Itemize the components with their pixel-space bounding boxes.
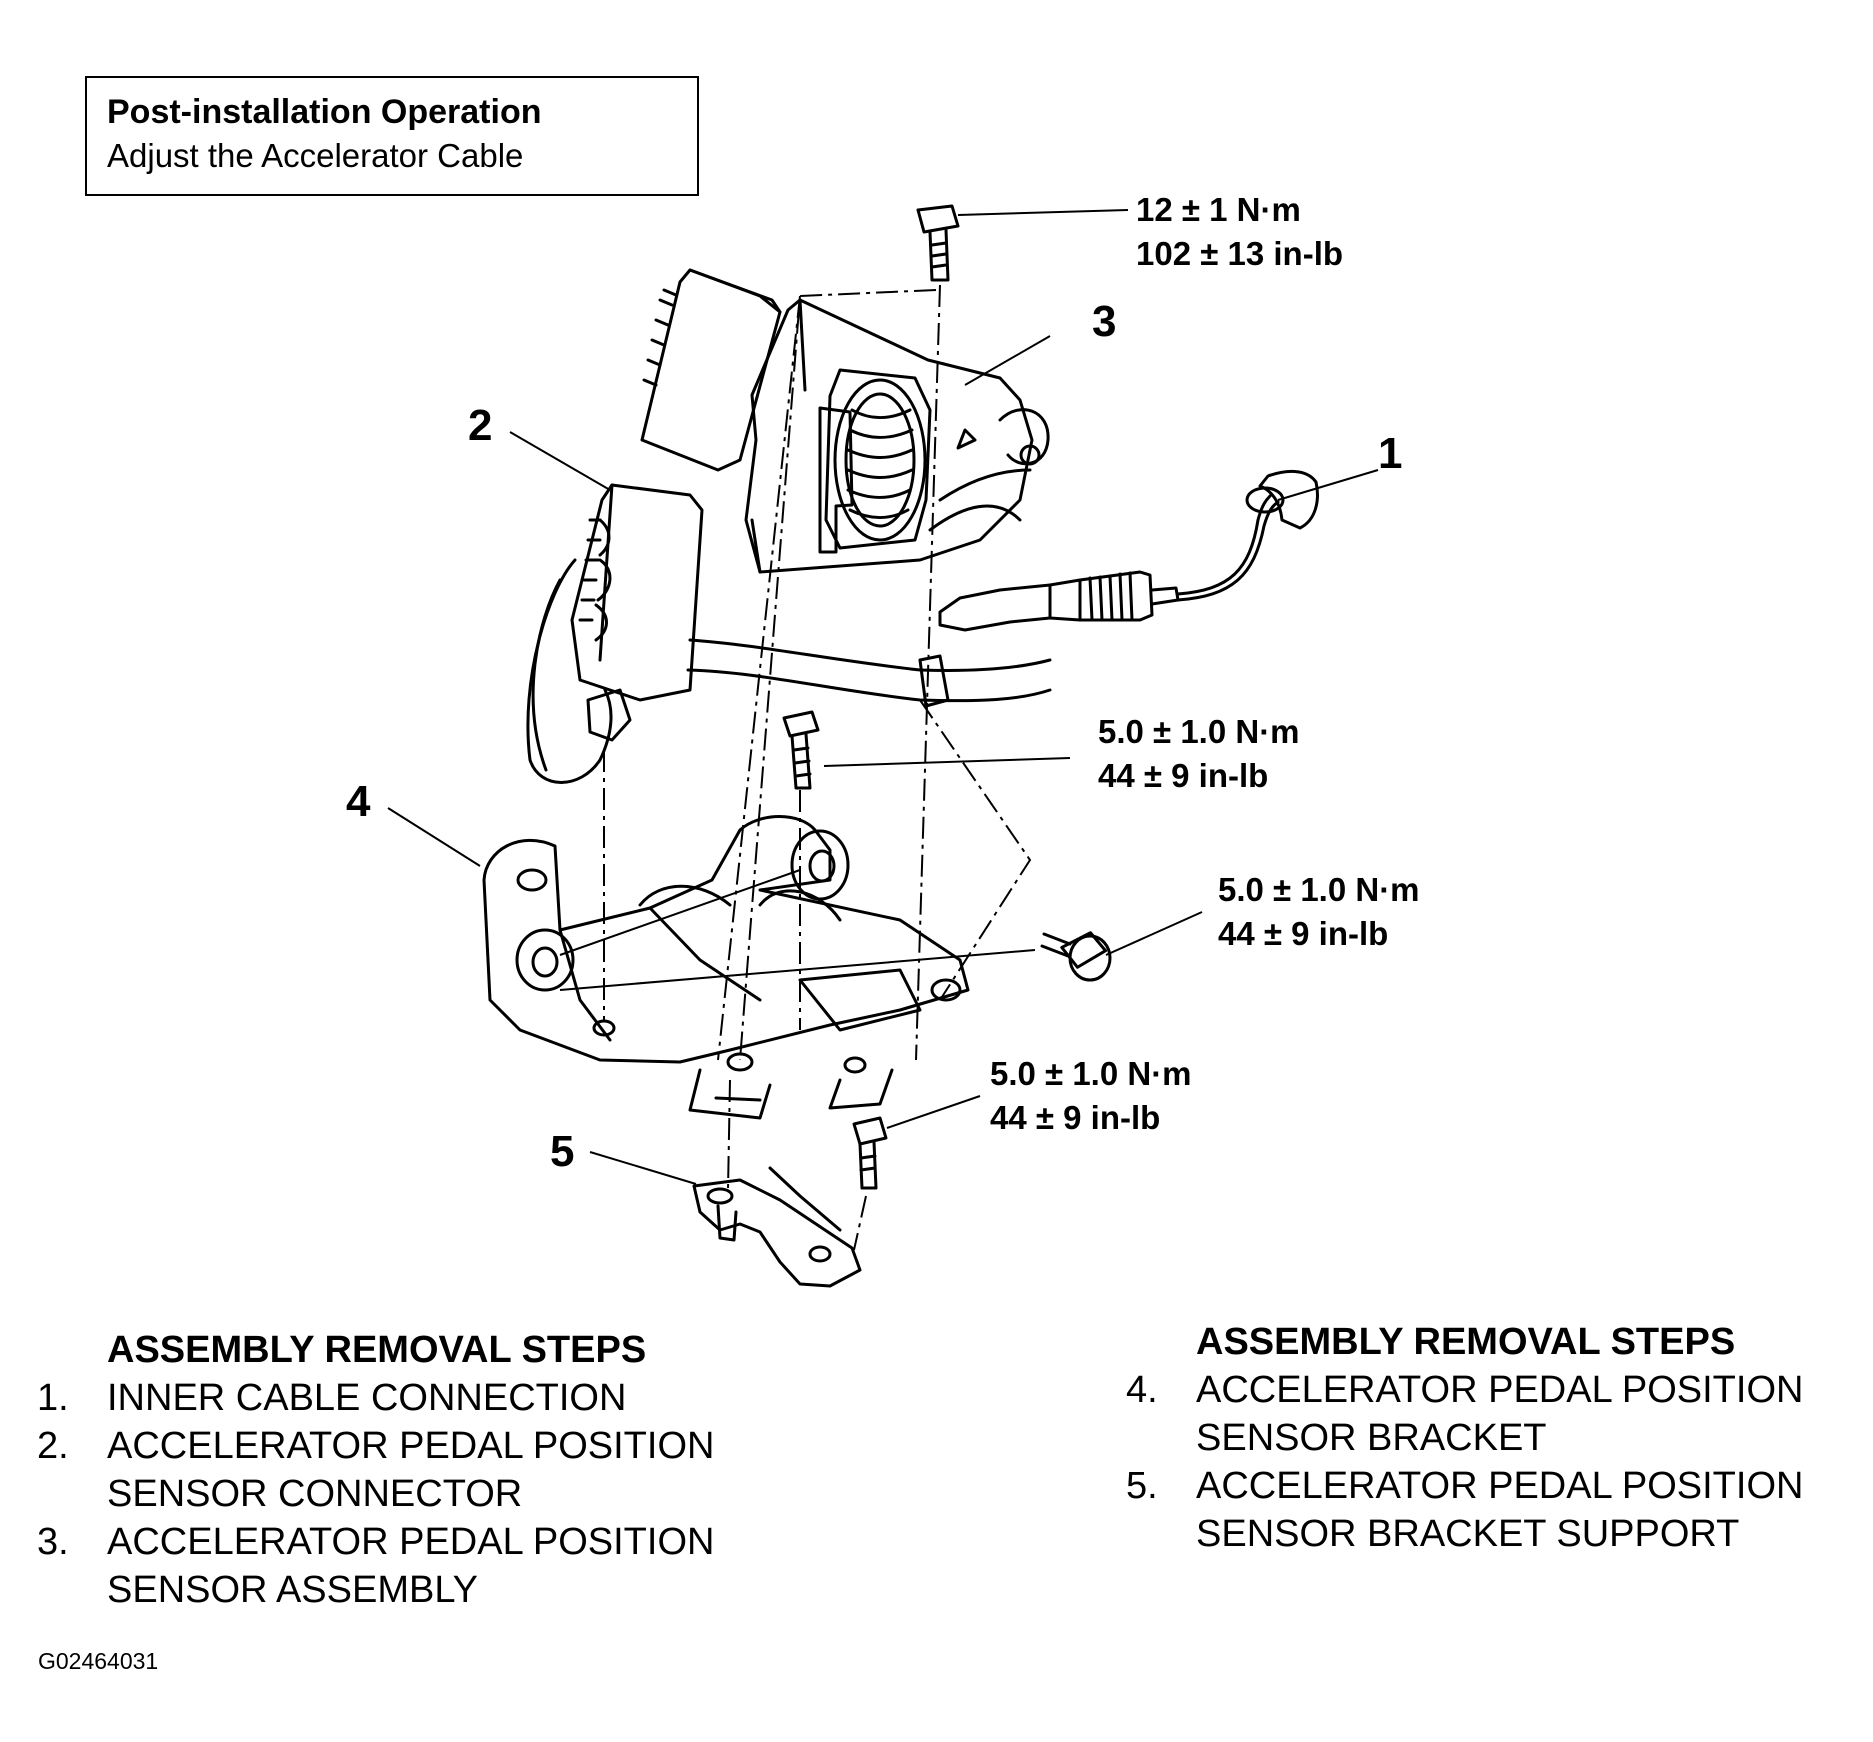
torque-nm: 12 ± 1 N·m — [1136, 191, 1301, 228]
step-item: 3. ACCELERATOR PEDAL POSITION SENSOR ASS… — [37, 1518, 714, 1614]
post-installation-text: Adjust the Accelerator Cable — [107, 137, 524, 174]
callout-2: 2 — [468, 401, 493, 450]
torque-inlb: 44 ± 9 in-lb — [990, 1099, 1161, 1136]
torque-inlb: 102 ± 13 in-lb — [1136, 235, 1344, 272]
removal-steps-left: ASSEMBLY REMOVAL STEPS 1. INNER CABLE CO… — [37, 1326, 714, 1614]
connector-harness — [526, 483, 1052, 784]
callout-1: 1 — [1378, 429, 1403, 478]
torque-spec-side: 5.0 ± 1.0 N·m 44 ± 9 in-lb — [1218, 868, 1420, 956]
middle-bolt — [782, 710, 820, 790]
side-bolt — [1040, 931, 1112, 982]
callout-5: 5 — [550, 1127, 575, 1176]
step-text: ACCELERATOR PEDAL POSITION SENSOR ASSEMB… — [107, 1521, 715, 1611]
sensor-assembly — [640, 268, 1050, 574]
callout-3: 3 — [1092, 297, 1117, 346]
step-number: 2. — [37, 1425, 69, 1467]
steps-title: ASSEMBLY REMOVAL STEPS — [107, 1329, 647, 1371]
step-item: 2. ACCELERATOR PEDAL POSITION SENSOR CON… — [37, 1422, 714, 1518]
figure-code: G02464031 — [38, 1648, 159, 1674]
torque-inlb: 44 ± 9 in-lb — [1218, 915, 1389, 952]
step-text: INNER CABLE CONNECTION — [107, 1377, 627, 1419]
accelerator-cable — [938, 470, 1319, 632]
torque-nm: 5.0 ± 1.0 N·m — [990, 1055, 1192, 1092]
removal-steps-right: ASSEMBLY REMOVAL STEPS 4. ACCELERATOR PE… — [1126, 1318, 1803, 1558]
torque-spec-middle: 5.0 ± 1.0 N·m 44 ± 9 in-lb — [1098, 710, 1300, 798]
lower-bolt — [852, 1116, 888, 1190]
step-number: 3. — [37, 1521, 69, 1563]
step-text: ACCELERATOR PEDAL POSITION SENSOR BRACKE… — [1196, 1465, 1804, 1555]
step-text: ACCELERATOR PEDAL POSITION SENSOR CONNEC… — [107, 1425, 715, 1515]
steps-title: ASSEMBLY REMOVAL STEPS — [1196, 1321, 1736, 1363]
step-item: 5. ACCELERATOR PEDAL POSITION SENSOR BRA… — [1126, 1462, 1803, 1558]
step-text: ACCELERATOR PEDAL POSITION SENSOR BRACKE… — [1196, 1369, 1804, 1459]
step-item: 1. INNER CABLE CONNECTION — [37, 1374, 714, 1422]
alignment-lines — [603, 284, 1032, 1251]
torque-nm: 5.0 ± 1.0 N·m — [1098, 713, 1300, 750]
post-installation-title: Post-installation Operation — [107, 93, 542, 131]
post-installation-box: Post-installation Operation Adjust the A… — [85, 76, 699, 196]
bracket-support — [692, 1166, 862, 1288]
callout-4: 4 — [346, 777, 371, 826]
torque-inlb: 44 ± 9 in-lb — [1098, 757, 1269, 794]
sensor-bracket — [482, 815, 970, 1120]
step-number: 1. — [37, 1377, 69, 1419]
torque-nm: 5.0 ± 1.0 N·m — [1218, 871, 1420, 908]
torque-spec-top: 12 ± 1 N·m 102 ± 13 in-lb — [1136, 188, 1343, 276]
leader-lines — [387, 209, 1379, 1185]
step-item: 4. ACCELERATOR PEDAL POSITION SENSOR BRA… — [1126, 1366, 1803, 1462]
top-bolt — [916, 204, 960, 282]
step-number: 4. — [1126, 1369, 1158, 1411]
step-number: 5. — [1126, 1465, 1158, 1507]
torque-spec-lower: 5.0 ± 1.0 N·m 44 ± 9 in-lb — [990, 1052, 1192, 1140]
